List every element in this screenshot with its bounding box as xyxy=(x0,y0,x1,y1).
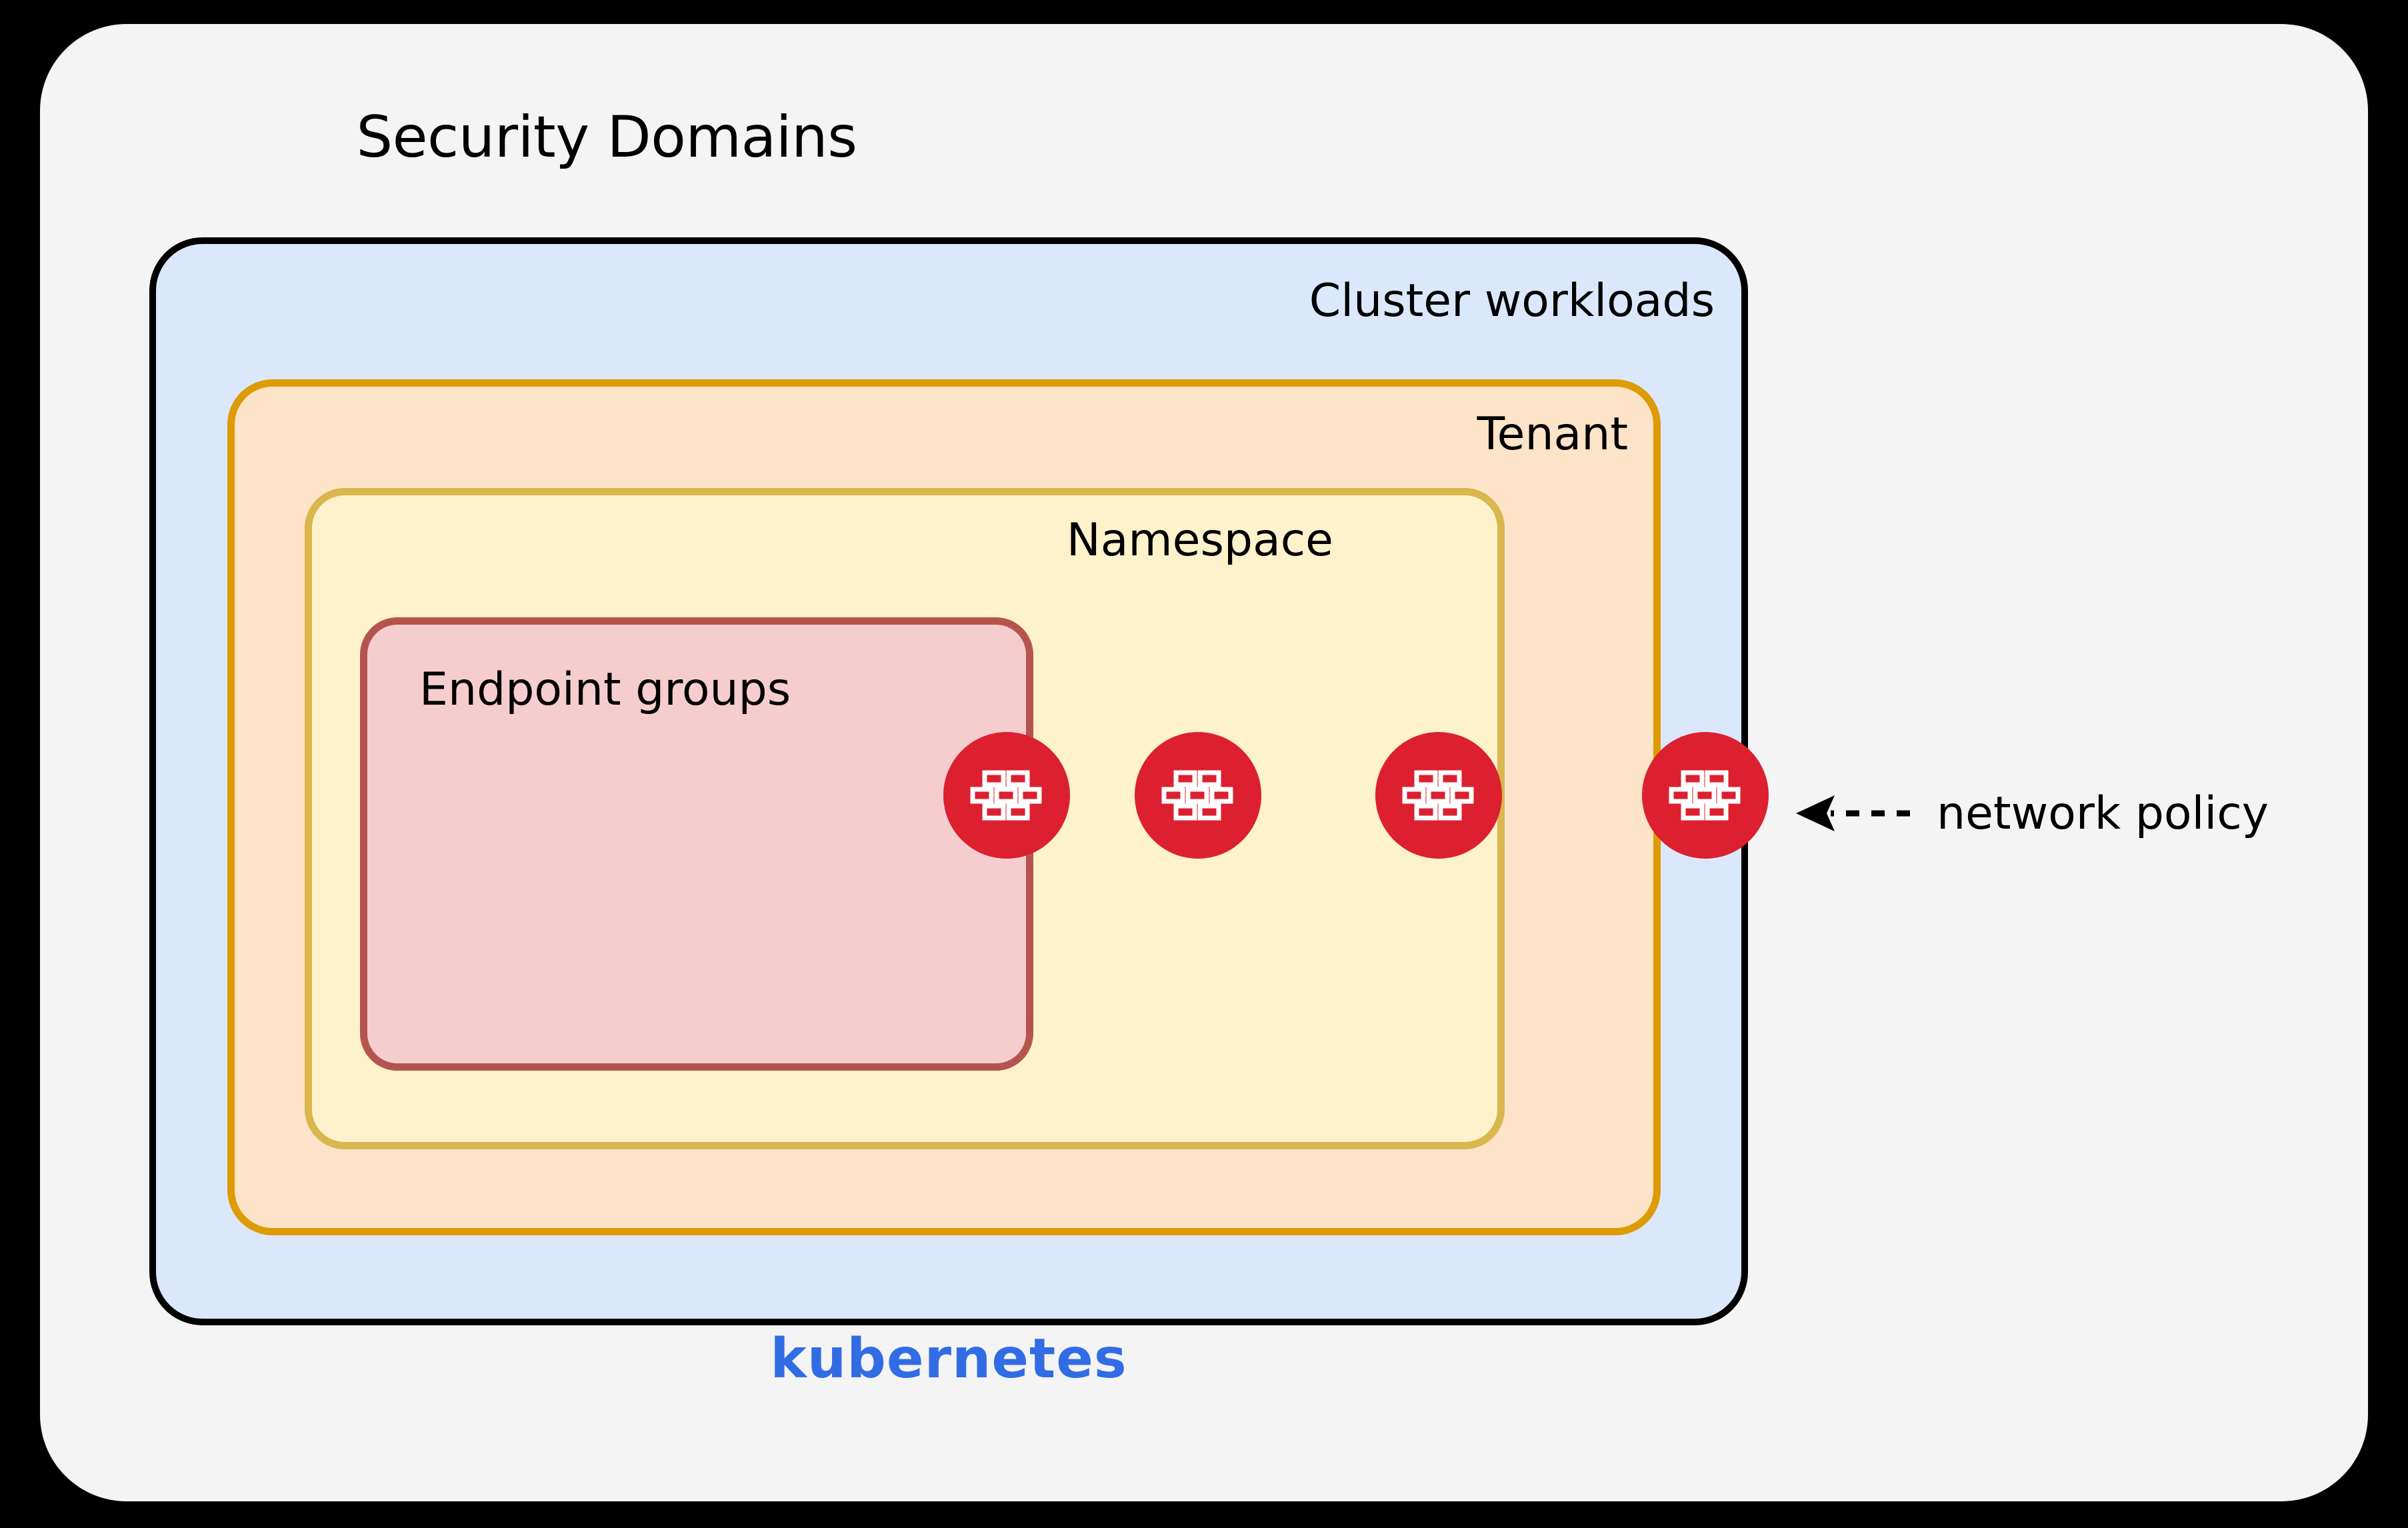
firewall-icon-cluster-boundary[interactable] xyxy=(1642,732,1769,859)
firewall-icon-tenant-boundary[interactable] xyxy=(1375,732,1502,859)
page-title: Security Domains xyxy=(356,104,857,171)
box-label-endpoint-groups: Endpoint groups xyxy=(419,663,791,716)
firewall-icon-endpoint-boundary[interactable] xyxy=(943,732,1070,859)
box-endpoint-groups[interactable]: Endpoint groups xyxy=(360,617,1033,1071)
box-namespace[interactable]: Namespace Endpoint groups xyxy=(305,488,1505,1149)
box-label-namespace: Namespace xyxy=(1066,514,1333,567)
box-label-cluster-workloads: Cluster workloads xyxy=(1309,275,1715,327)
box-label-tenant: Tenant xyxy=(1477,408,1628,461)
kubernetes-wordmark: kubernetes xyxy=(770,1327,1127,1391)
box-tenant[interactable]: Tenant Namespace Endpoint groups xyxy=(227,379,1661,1235)
firewall-icon-namespace-boundary[interactable] xyxy=(1135,732,1261,859)
network-policy-label: network policy xyxy=(1937,787,2269,840)
dashed-arrow-left-icon xyxy=(1796,795,1910,831)
security-domains-panel: Security Domains Cluster workloads Tenan… xyxy=(40,24,2368,1501)
network-policy-annotation: network policy xyxy=(1793,780,2269,847)
